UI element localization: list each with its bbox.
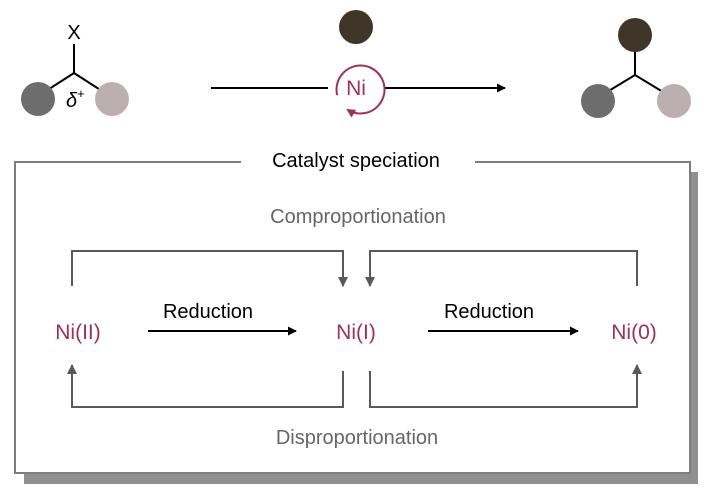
plus-superscript: + — [77, 86, 85, 101]
product-pink-sphere — [657, 84, 691, 118]
species-ni-ii: Ni(II) — [55, 321, 101, 344]
reduction-label-right: Reduction — [444, 301, 534, 323]
product-bond-left — [606, 74, 636, 93]
pink-sphere — [95, 82, 129, 116]
reduction-label-left: Reduction — [163, 301, 253, 323]
reactant-electrophile: X δ+ — [21, 22, 129, 116]
product-dark-sphere — [618, 18, 652, 52]
comproportionation-connector-right — [365, 250, 638, 287]
comproportionation-label: Comproportionation — [270, 206, 446, 228]
disproportionation-connector-right — [369, 364, 642, 408]
product — [581, 18, 691, 118]
partial-positive-charge: δ+ — [66, 86, 85, 112]
nickel-catalyst-label: Ni — [346, 77, 366, 100]
panel-title-backdrop — [241, 152, 475, 172]
bond-to-pink-sphere — [73, 72, 103, 92]
panel-frame — [14, 161, 691, 474]
catalytic-cycle-icon — [335, 64, 386, 118]
delta-symbol: δ — [66, 90, 78, 112]
comproportionation-connector-left — [71, 250, 348, 287]
disproportionation-label: Disproportionation — [276, 427, 438, 449]
panel-title: Catalyst speciation — [272, 150, 440, 172]
disproportionation-connector-left — [67, 364, 344, 408]
species-ni-i: Ni(I) — [336, 321, 376, 344]
reaction-arrow-group: Ni — [211, 10, 506, 118]
dark-sphere-reagent — [339, 10, 373, 44]
grey-sphere — [21, 82, 55, 116]
product-bond-right — [634, 74, 664, 93]
product-grey-sphere — [581, 84, 615, 118]
leaving-group-x-label: X — [67, 22, 80, 44]
species-ni-0: Ni(0) — [611, 321, 657, 344]
catalyst-speciation-panel: Catalyst speciation Comproportionation D… — [14, 150, 698, 484]
